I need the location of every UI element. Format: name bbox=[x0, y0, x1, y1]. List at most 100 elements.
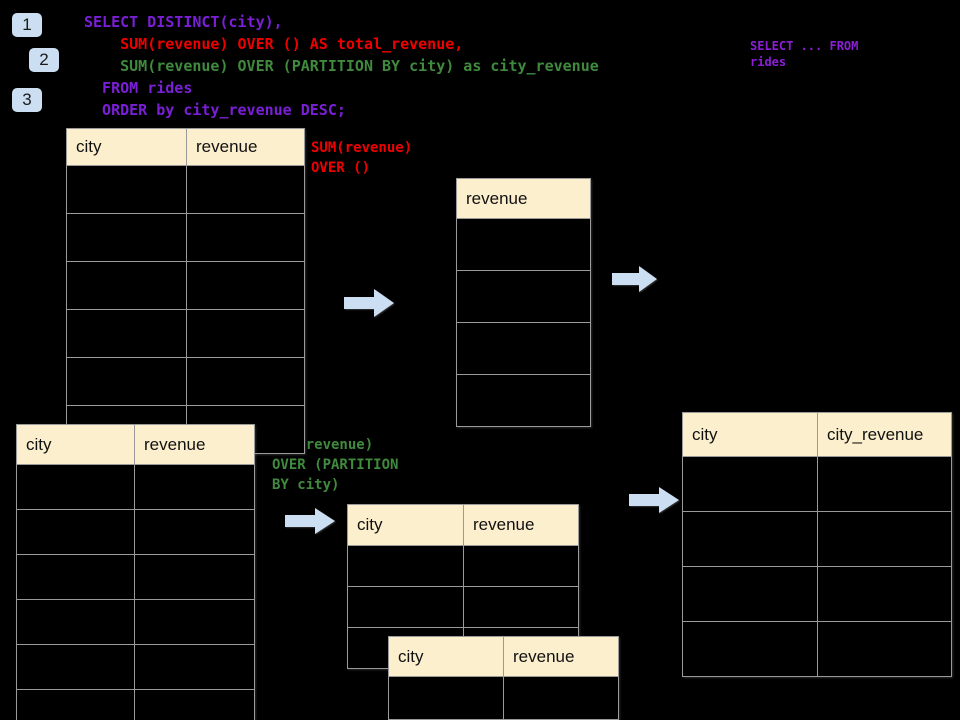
table-cell bbox=[16, 689, 135, 720]
table-cell bbox=[16, 554, 135, 600]
table-cell bbox=[66, 165, 187, 214]
table-cell bbox=[66, 261, 187, 310]
table-body bbox=[682, 456, 952, 677]
sql-line-from-rides: FROM rides bbox=[84, 79, 193, 97]
table-cell bbox=[186, 357, 305, 406]
table-cell bbox=[16, 509, 135, 555]
table-cell bbox=[817, 511, 952, 567]
table-row bbox=[66, 165, 305, 214]
column-header-revenue: revenue bbox=[503, 636, 619, 677]
arrow-total-revenue-to-result bbox=[612, 266, 657, 292]
table-cell bbox=[186, 213, 305, 262]
city-revenue-result-table: city city_revenue bbox=[682, 412, 952, 677]
table-cell bbox=[682, 511, 818, 567]
table-row bbox=[16, 689, 255, 720]
table-cell bbox=[347, 545, 464, 587]
column-header-revenue: revenue bbox=[134, 424, 255, 465]
annotation-sum-over-empty: SUM(revenue) OVER () bbox=[311, 140, 413, 176]
column-header-city: city bbox=[66, 128, 187, 166]
table-cell bbox=[186, 165, 305, 214]
rides-source-table: city revenue bbox=[66, 128, 305, 454]
table-cell bbox=[16, 464, 135, 510]
table-cell bbox=[682, 456, 818, 512]
table-body bbox=[456, 218, 591, 427]
table-row bbox=[16, 464, 255, 510]
table-row bbox=[347, 586, 579, 628]
table-cell bbox=[817, 566, 952, 622]
partition-group-table-b: city revenue bbox=[388, 636, 619, 720]
table-row bbox=[66, 261, 305, 310]
table-cell bbox=[817, 456, 952, 512]
table-cell bbox=[503, 676, 619, 720]
table-cell bbox=[347, 586, 464, 628]
table-cell bbox=[682, 621, 818, 677]
table-cell bbox=[463, 586, 579, 628]
annotation-select-from-rides: SELECT ... FROM rides bbox=[750, 39, 859, 69]
table-cell bbox=[134, 464, 255, 510]
step-badge-1[interactable]: 1 bbox=[12, 13, 42, 37]
sql-line-order-by: ORDER by city_revenue DESC; bbox=[84, 101, 346, 119]
table-row bbox=[16, 599, 255, 645]
table-header-row: city revenue bbox=[347, 504, 579, 546]
table-row bbox=[682, 621, 952, 677]
table-row bbox=[682, 566, 952, 622]
rides-source-table-bottom: city revenue bbox=[16, 424, 255, 720]
table-row bbox=[456, 374, 591, 427]
column-header-revenue: revenue bbox=[456, 178, 591, 219]
table-cell bbox=[456, 374, 591, 427]
table-row bbox=[66, 357, 305, 406]
column-header-city: city bbox=[388, 636, 504, 677]
table-cell bbox=[186, 261, 305, 310]
table-cell bbox=[134, 689, 255, 720]
sql-line-sum-over-empty: SUM(revenue) OVER () AS total_revenue, bbox=[84, 35, 464, 53]
table-cell bbox=[134, 644, 255, 690]
table-cell bbox=[682, 566, 818, 622]
column-header-city: city bbox=[347, 504, 464, 546]
table-cell bbox=[66, 357, 187, 406]
table-cell bbox=[817, 621, 952, 677]
table-header-row: city city_revenue bbox=[682, 412, 952, 457]
table-header-row: city revenue bbox=[388, 636, 619, 677]
column-header-revenue: revenue bbox=[186, 128, 305, 166]
column-header-city: city bbox=[16, 424, 135, 465]
step-badge-2[interactable]: 2 bbox=[29, 48, 59, 72]
column-header-city-revenue: city_revenue bbox=[817, 412, 952, 457]
table-cell bbox=[66, 213, 187, 262]
table-cell bbox=[16, 599, 135, 645]
column-header-revenue: revenue bbox=[463, 504, 579, 546]
column-header-city: city bbox=[682, 412, 818, 457]
table-cell bbox=[134, 554, 255, 600]
table-header-row: city revenue bbox=[16, 424, 255, 465]
table-cell bbox=[16, 644, 135, 690]
sql-line-sum-over-partition: SUM(revenue) OVER (PARTITION BY city) as… bbox=[84, 57, 599, 75]
table-header-row: revenue bbox=[456, 178, 591, 219]
table-body bbox=[16, 464, 255, 720]
step-badge-3[interactable]: 3 bbox=[12, 88, 42, 112]
table-cell bbox=[388, 676, 504, 720]
table-cell bbox=[134, 599, 255, 645]
table-body bbox=[66, 165, 305, 454]
table-cell bbox=[456, 270, 591, 323]
total-revenue-table: revenue bbox=[456, 178, 591, 427]
table-cell bbox=[456, 322, 591, 375]
table-row bbox=[347, 545, 579, 587]
table-cell bbox=[463, 545, 579, 587]
arrow-rides-to-total-revenue bbox=[344, 289, 394, 317]
table-body bbox=[388, 676, 619, 720]
table-cell bbox=[186, 309, 305, 358]
table-row bbox=[66, 213, 305, 262]
table-row bbox=[456, 218, 591, 271]
table-row bbox=[456, 270, 591, 323]
table-cell bbox=[456, 218, 591, 271]
table-cell bbox=[134, 509, 255, 555]
table-row bbox=[682, 456, 952, 512]
table-row bbox=[682, 511, 952, 567]
table-row bbox=[456, 322, 591, 375]
arrow-partition-to-result bbox=[629, 487, 679, 513]
table-row bbox=[388, 676, 619, 720]
table-row bbox=[16, 509, 255, 555]
table-row bbox=[16, 554, 255, 600]
arrow-rides-to-partition bbox=[285, 508, 335, 534]
table-cell bbox=[66, 309, 187, 358]
